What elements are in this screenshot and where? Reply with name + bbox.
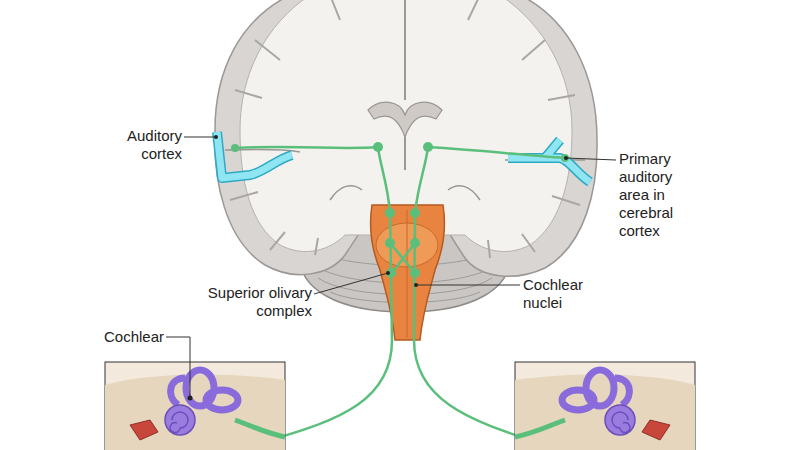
relay-dot	[386, 268, 396, 278]
cochlea-spiral	[170, 412, 188, 433]
relay-nuclei	[231, 142, 569, 278]
cochlear-nerve	[235, 420, 285, 437]
part-label: Superior olivary complex	[200, 284, 312, 320]
leader-dot	[214, 135, 218, 139]
part-label: Cochlear nuclei	[523, 276, 603, 312]
canal	[171, 378, 185, 405]
leader-line	[566, 158, 616, 160]
lateral-ventricles	[368, 102, 442, 137]
auditory-cortex-outline	[508, 140, 590, 182]
part-label: Cochlear	[84, 328, 164, 346]
leader-line	[416, 285, 520, 286]
leader-lines	[166, 137, 616, 398]
part-label: Primary auditory area in cerebral cortex	[619, 150, 699, 240]
auditory-cortex-right	[508, 140, 590, 182]
relay-dot	[385, 208, 395, 218]
cochlea	[605, 405, 635, 435]
canal	[586, 370, 614, 406]
canal	[206, 390, 238, 410]
temporal-bone	[105, 375, 285, 450]
semicircular-canals	[171, 370, 238, 410]
cerebrum-gray-matter	[215, 0, 597, 276]
leader-line	[314, 273, 388, 294]
semicircular-canals	[562, 370, 629, 410]
leader-dot	[188, 396, 193, 401]
inner-ear-inset	[105, 362, 285, 450]
third-ventricle	[404, 137, 406, 170]
leader-dots	[188, 135, 569, 401]
inner-ear-inset	[515, 362, 695, 450]
relay-dot	[410, 238, 420, 248]
brainstem-midline	[407, 210, 408, 338]
relay-dot	[561, 154, 569, 162]
ossicles	[642, 420, 670, 440]
leader-dot	[414, 283, 418, 287]
leader-dot	[386, 271, 390, 275]
auditory-cortex-outline	[217, 132, 292, 178]
canal	[615, 378, 629, 405]
cochlea	[165, 405, 195, 435]
leader-line	[184, 137, 216, 138]
canal	[562, 390, 594, 410]
relay-dot	[410, 208, 420, 218]
longitudinal-fissure	[404, 0, 406, 100]
pathway-crossing	[390, 243, 415, 273]
leader-dot	[564, 156, 568, 160]
cochlear-nerve	[515, 420, 565, 437]
relay-dot	[410, 268, 420, 278]
temporal-bone	[515, 375, 695, 450]
auditory-cortex-left	[217, 132, 292, 178]
cochlea-spiral	[612, 412, 630, 433]
relay-dot	[423, 142, 433, 152]
hippocampal-outline	[330, 186, 480, 200]
relay-dot	[385, 238, 395, 248]
relay-dot	[231, 144, 239, 152]
relay-dot	[373, 142, 383, 152]
leader-line	[166, 337, 190, 398]
ossicles	[130, 420, 158, 440]
brainstem	[370, 205, 444, 340]
part-label: Auditory cortex	[104, 127, 182, 163]
